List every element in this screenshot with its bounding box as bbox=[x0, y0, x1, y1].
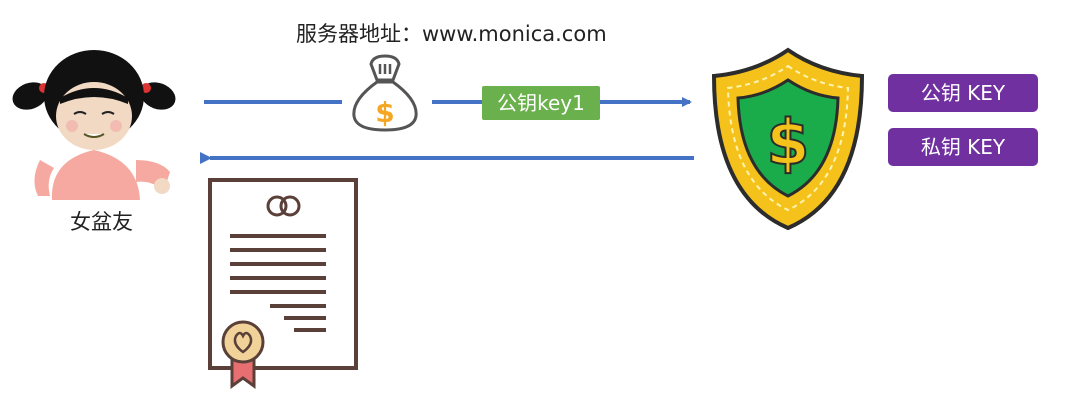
private-key-badge: 私钥 KEY bbox=[888, 128, 1038, 166]
shield-dollar-icon: $ bbox=[711, 47, 865, 231]
certificate-icon bbox=[208, 178, 358, 389]
public-key-badge: 公钥 KEY bbox=[888, 74, 1038, 112]
girlfriend-label: 女盆友 bbox=[70, 210, 133, 234]
svg-text:$: $ bbox=[766, 106, 809, 179]
public-key-transfer-tag: 公钥key1 bbox=[482, 86, 600, 120]
server-address-label: 服务器地址：www.monica.com bbox=[296, 22, 607, 46]
money-bag-icon: $ bbox=[352, 54, 418, 132]
girl-avatar-icon bbox=[12, 50, 176, 200]
svg-text:$: $ bbox=[375, 96, 394, 129]
